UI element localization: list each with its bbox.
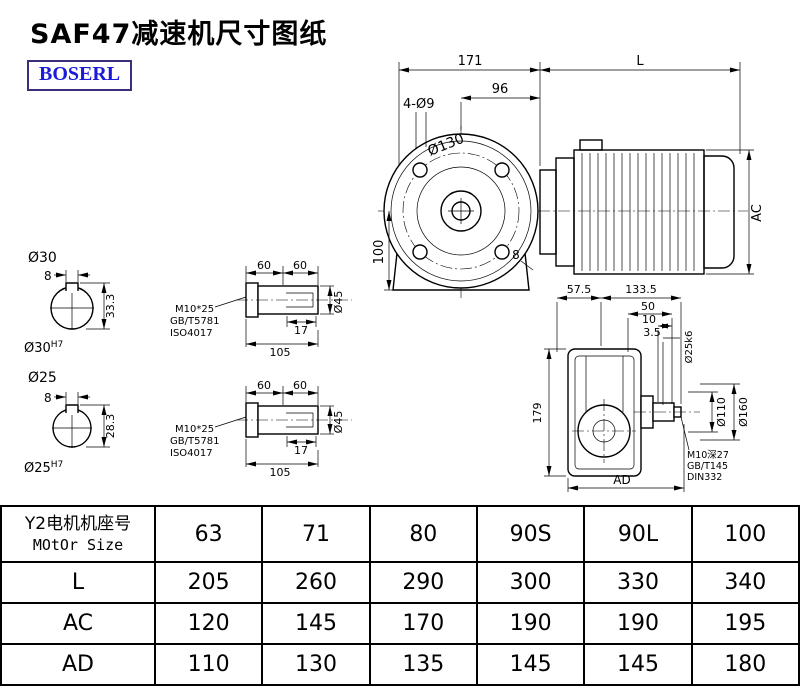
- section25-bore-label: Ø25H7: [24, 460, 63, 476]
- L-value-3: 300: [475, 561, 586, 604]
- AC-value-2: 170: [368, 602, 478, 645]
- AD-value-1: 130: [261, 643, 371, 686]
- detail2-totallen: 105: [270, 466, 291, 479]
- flange-bolt-holes: [412, 162, 510, 260]
- section30-bore-label: Ø30H7: [24, 340, 63, 356]
- dim-171: 171: [458, 54, 483, 69]
- table-row-L: L 205 260 290 300 330 340: [0, 561, 800, 604]
- front-view-dimensions: 171 L 96 4-Ø9 Ø130 100 AC 8: [372, 54, 765, 291]
- dim-110: Ø110: [715, 397, 728, 427]
- bore-section-25: Ø25 8 28.3 Ø25H7: [24, 370, 117, 476]
- section30-keywidth: 8: [44, 269, 52, 283]
- detail2-keylen: 17: [294, 444, 308, 457]
- AC-value-5: 195: [690, 602, 800, 645]
- detail1-std1: GB/T5781: [170, 316, 220, 327]
- table-row-AD: AD 110 130 135 145 145 180: [0, 643, 800, 686]
- tap-std1: GB/T145: [687, 461, 728, 472]
- AC-value-4: 190: [583, 602, 693, 645]
- detail2-len2: 60: [293, 379, 307, 392]
- AD-value-2: 135: [368, 643, 478, 686]
- side-view: 57.5 133.5 50 10 3.5 Ø25k6 Ø110: [531, 283, 750, 492]
- dim-motor-length: L: [636, 54, 644, 69]
- table-header-row: Y2电机机座号 MOtOr Size 63 71 80 90S 90L 100: [0, 505, 800, 563]
- detail1-len1: 60: [257, 259, 271, 272]
- shaft-detail-2: 60 60 17 105 Ø45 M10*25 GB/T5781 ISO4017: [170, 379, 352, 479]
- detail2-std1: GB/T5781: [170, 436, 220, 447]
- size-col-3: 90S: [475, 505, 586, 563]
- section25-keywidth: 8: [44, 391, 52, 405]
- dim-133-5: 133.5: [625, 283, 657, 296]
- dim-3-5: 3.5: [643, 326, 661, 339]
- detail1-len2: 60: [293, 259, 307, 272]
- dim-100: 100: [372, 240, 387, 265]
- L-value-4: 330: [583, 561, 693, 604]
- size-col-4: 90L: [583, 505, 693, 563]
- size-col-1: 71: [261, 505, 371, 563]
- section30-dia-label: Ø30: [28, 250, 57, 266]
- tap-callout: M10深27: [687, 450, 729, 461]
- AC-value-0: 120: [153, 602, 264, 645]
- L-value-0: 205: [153, 561, 264, 604]
- detail1-totallen: 105: [270, 346, 291, 359]
- AC-value-3: 190: [475, 602, 586, 645]
- detail2-std2: ISO4017: [170, 448, 213, 459]
- AD-value-5: 180: [690, 643, 800, 686]
- section30-height: 33.3: [104, 294, 117, 319]
- motor-fins: [581, 153, 695, 271]
- motor-body: [539, 139, 735, 275]
- AD-value-3: 145: [475, 643, 586, 686]
- AD-value-4: 145: [583, 643, 693, 686]
- row-label-AC: AC: [0, 602, 156, 645]
- dim-179: 179: [531, 403, 544, 424]
- table-header-en: MOtOr Size: [32, 535, 124, 554]
- section25-height: 28.3: [104, 414, 117, 439]
- page-title: SAF47减速机尺寸图纸: [30, 19, 328, 50]
- table-header-cn: Y2电机机座号: [24, 514, 132, 535]
- dim-57-5: 57.5: [567, 283, 592, 296]
- section25-dia-label: Ø25: [28, 370, 57, 386]
- L-value-5: 340: [690, 561, 800, 604]
- row-label-AD: AD: [0, 643, 156, 686]
- size-col-0: 63: [153, 505, 264, 563]
- technical-drawing: 171 L 96 4-Ø9 Ø130 100 AC 8: [24, 54, 765, 492]
- size-col-5: 100: [690, 505, 800, 563]
- detail1-std2: ISO4017: [170, 328, 213, 339]
- L-value-1: 260: [261, 561, 371, 604]
- dim-10: 10: [642, 313, 656, 326]
- bore-section-30: Ø30 8 33.3 Ø30H7: [24, 250, 117, 356]
- dim-ad: AD: [613, 473, 630, 487]
- size-col-2: 80: [368, 505, 478, 563]
- row-label-L: L: [0, 561, 156, 604]
- detail1-dia: Ø45: [332, 291, 345, 314]
- section25-bore: Ø25: [24, 461, 51, 476]
- dim-160: Ø160: [737, 397, 750, 427]
- dim-8-front: 8: [512, 248, 520, 262]
- AD-value-0: 110: [153, 643, 264, 686]
- AC-value-1: 145: [261, 602, 371, 645]
- dim-96: 96: [492, 82, 509, 97]
- front-view: 171 L 96 4-Ø9 Ø130 100 AC 8: [372, 54, 765, 298]
- output-shaft: [634, 395, 700, 429]
- L-value-2: 290: [368, 561, 478, 604]
- tap-std2: DIN332: [687, 472, 722, 483]
- detail1-keylen: 17: [294, 324, 308, 337]
- table-row-AC: AC 120 145 170 190 190 195: [0, 602, 800, 645]
- shaft-detail-1: 60 60 17 105 Ø45 M10*25 GB/T5781 ISO4017: [170, 259, 352, 359]
- dimension-table: Y2电机机座号 MOtOr Size 63 71 80 90S 90L 100 …: [0, 505, 800, 686]
- dim-50: 50: [641, 300, 655, 313]
- section30-tol: H7: [51, 340, 64, 350]
- bolt-holes-callout: 4-Ø9: [403, 97, 434, 112]
- brand-logo: BOSERL: [27, 60, 133, 91]
- detail2-dia: Ø45: [332, 411, 345, 434]
- detail2-len1: 60: [257, 379, 271, 392]
- side-view-dimensions: 57.5 133.5 50 10 3.5 Ø25k6 Ø110: [531, 283, 750, 492]
- section30-bore: Ø30: [24, 341, 51, 356]
- output-shaft-dia: Ø25k6: [683, 331, 695, 364]
- section25-tol: H7: [51, 460, 64, 470]
- motor-size-header-cell: Y2电机机座号 MOtOr Size: [0, 505, 156, 563]
- detail2-screw: M10*25: [175, 424, 214, 435]
- dim-ac: AC: [750, 204, 765, 222]
- detail1-screw: M10*25: [175, 304, 214, 315]
